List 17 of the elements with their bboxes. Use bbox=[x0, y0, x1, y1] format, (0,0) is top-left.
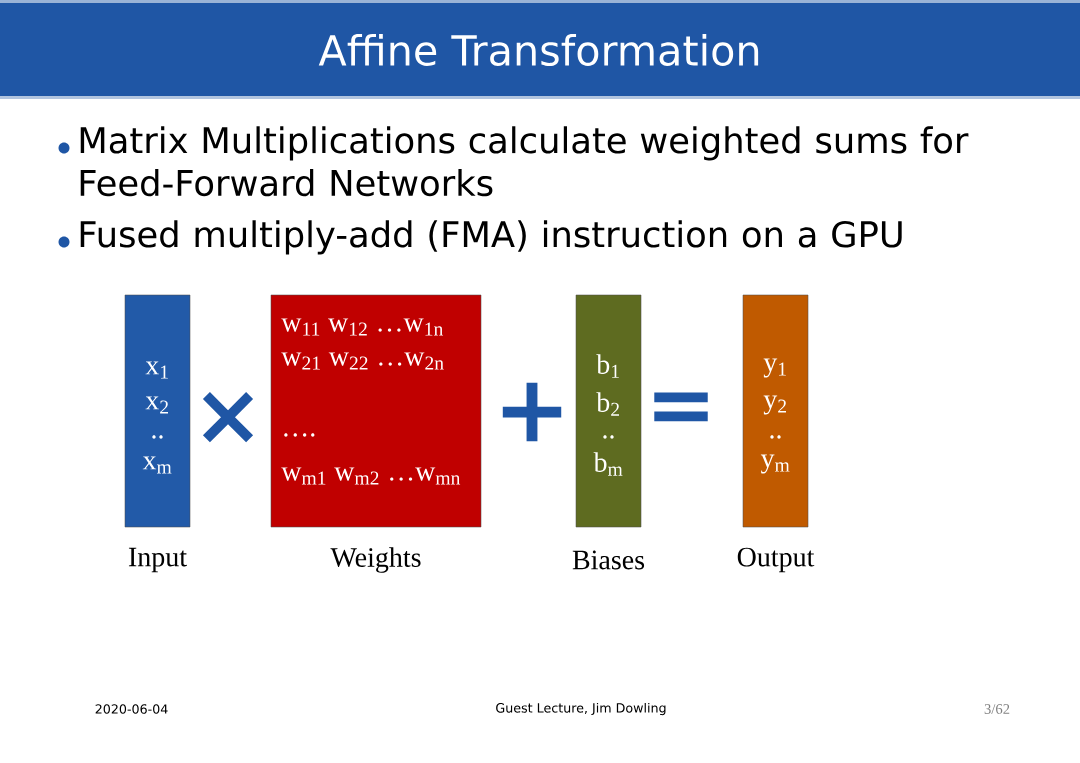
matrix-box: w$_{11}$ w$_{12}$ …w$_{1n}$ w$_{21}$ w$_{22}$ …w$_{2n}$ …. w$_{m1}$ w$_{m2}$ …w$_{mn}$ bbox=[270, 294, 482, 528]
footer-date: 2020-06-04 bbox=[95, 704, 168, 714]
multiply-sign: × bbox=[202, 392, 254, 443]
equals-sign: = bbox=[654, 392, 708, 422]
box-caption: Output bbox=[737, 547, 815, 573]
box-caption: Weights bbox=[330, 547, 421, 573]
matrix-box: y$_{1}$ y$_{2}$ .. y$_{m}$ bbox=[742, 294, 809, 528]
matrix-box: x$_{1}$ x$_{2}$ .. x$_{m}$ bbox=[124, 294, 191, 528]
matrix-box: b$_{1}$ b$_{2}$ .. b$_{m}$ bbox=[575, 294, 642, 528]
plus-sign: + bbox=[502, 382, 562, 442]
box-caption: Biases bbox=[572, 550, 645, 570]
footer-text: Guest Lecture, Jim Dowling bbox=[496, 702, 666, 716]
title-bar: Affine Transformation bbox=[0, 0, 1080, 99]
bullet-text: Matrix Multiplications calculate weighted sums for Feed-Forward Networks bbox=[80, 126, 969, 197]
page-number: 3/62 bbox=[984, 704, 1010, 714]
bullet-text: Fused multiply-add (FMA) instruction on a GPU bbox=[80, 220, 902, 255]
box-caption: Input bbox=[128, 547, 187, 573]
